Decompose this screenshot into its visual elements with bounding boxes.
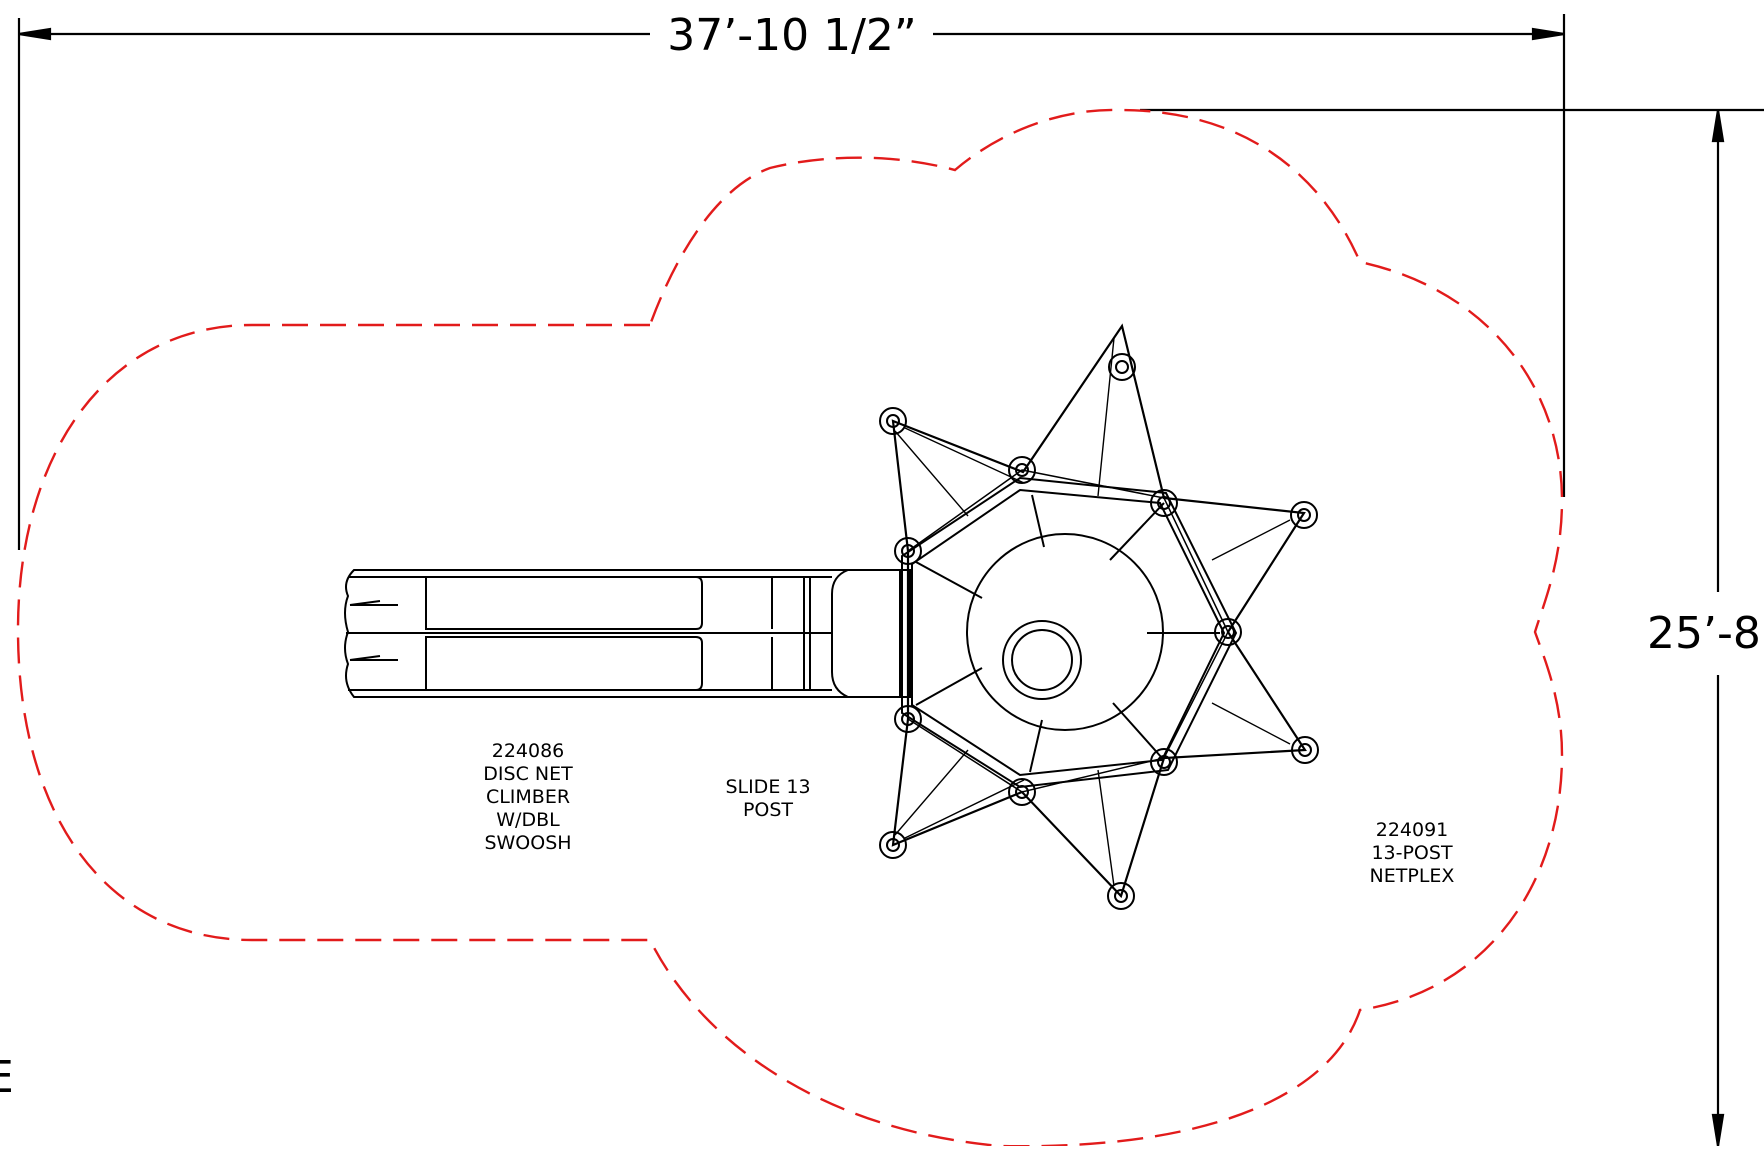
climber-label-line-5: SWOOSH (484, 832, 571, 854)
width-dimension-label: 37’-10 1/2” (667, 10, 916, 61)
slide-label: SLIDE 13 POST (725, 776, 810, 821)
post-node (1115, 360, 1129, 374)
post-node (886, 838, 900, 852)
spoke-1 (1031, 494, 1045, 548)
climber-label-line-4: W/DBL (496, 809, 560, 831)
use-zone-boundary (16, 108, 1564, 1148)
post-node (1015, 785, 1029, 799)
slide-exit-mark-bottom (349, 655, 398, 661)
post-node (1150, 489, 1178, 517)
slide-outer (344, 569, 911, 698)
netplex-label-line-2: 13-POST (1371, 842, 1453, 864)
post-node (1015, 463, 1029, 477)
post-node (1297, 508, 1311, 522)
post-node (879, 831, 907, 859)
post-node (1150, 748, 1178, 776)
post-node (879, 407, 907, 435)
post-node (894, 537, 922, 565)
netplex-inner-heptagon (911, 488, 1226, 777)
slide-hood (831, 569, 901, 698)
height-arrow-top (1711, 109, 1725, 143)
height-dimension (1140, 108, 1764, 1147)
height-arrow-bottom (1711, 1113, 1725, 1147)
center-disc-outer (966, 533, 1164, 731)
post-node (894, 705, 922, 733)
spoke-5 (1029, 719, 1043, 773)
post-node (886, 414, 900, 428)
netplex-label: 224091 13-POST NETPLEX (1370, 819, 1455, 887)
spoke-2 (1109, 502, 1165, 561)
post-node (1298, 743, 1312, 757)
netplex-inner-heptagon-b (901, 476, 1238, 789)
climber-label: 224086 DISC NET CLIMBER W/DBL SWOOSH (483, 740, 573, 854)
edge-text-fragment: E (0, 1052, 14, 1103)
post-node (1290, 501, 1318, 529)
post-node (1157, 755, 1171, 769)
post-node (1008, 778, 1036, 806)
post-node (1008, 456, 1036, 484)
double-swoosh-slide (344, 569, 911, 698)
post-node (1157, 496, 1171, 510)
post-node (901, 712, 915, 726)
netplex-label-line-1: 224091 (1376, 819, 1449, 841)
slide-lane-top (425, 576, 703, 630)
slide-exit-mark-top (349, 600, 398, 606)
center-disc-hub (1011, 629, 1073, 691)
spoke-6 (915, 667, 983, 706)
width-arrow-left (18, 27, 52, 41)
post-node (1214, 618, 1242, 646)
width-arrow-right (1531, 27, 1565, 41)
width-dimension (17, 14, 1566, 550)
star-net-inner (894, 337, 1291, 887)
post-node (1291, 736, 1319, 764)
climber-label-line-1: 224086 (492, 740, 565, 762)
post-node (1108, 353, 1136, 381)
netplex-structure (879, 323, 1319, 910)
slide-label-line-1: SLIDE 13 (725, 776, 810, 798)
post-node (1114, 889, 1128, 903)
post-node (901, 544, 915, 558)
post-node (1107, 882, 1135, 910)
climber-label-line-3: CLIMBER (486, 786, 570, 808)
netplex-label-line-3: NETPLEX (1370, 865, 1455, 887)
spoke-4 (1112, 702, 1163, 759)
net-posts (879, 353, 1319, 910)
height-dimension-label: 25’-8 (1647, 608, 1761, 659)
spoke-7 (915, 561, 983, 599)
slide-lane-bottom (425, 636, 703, 691)
center-disc-inner (1002, 620, 1082, 700)
slide-label-line-2: POST (743, 799, 793, 821)
post-node (1221, 625, 1235, 639)
climber-label-line-2: DISC NET (483, 763, 573, 785)
star-net (891, 323, 1307, 899)
